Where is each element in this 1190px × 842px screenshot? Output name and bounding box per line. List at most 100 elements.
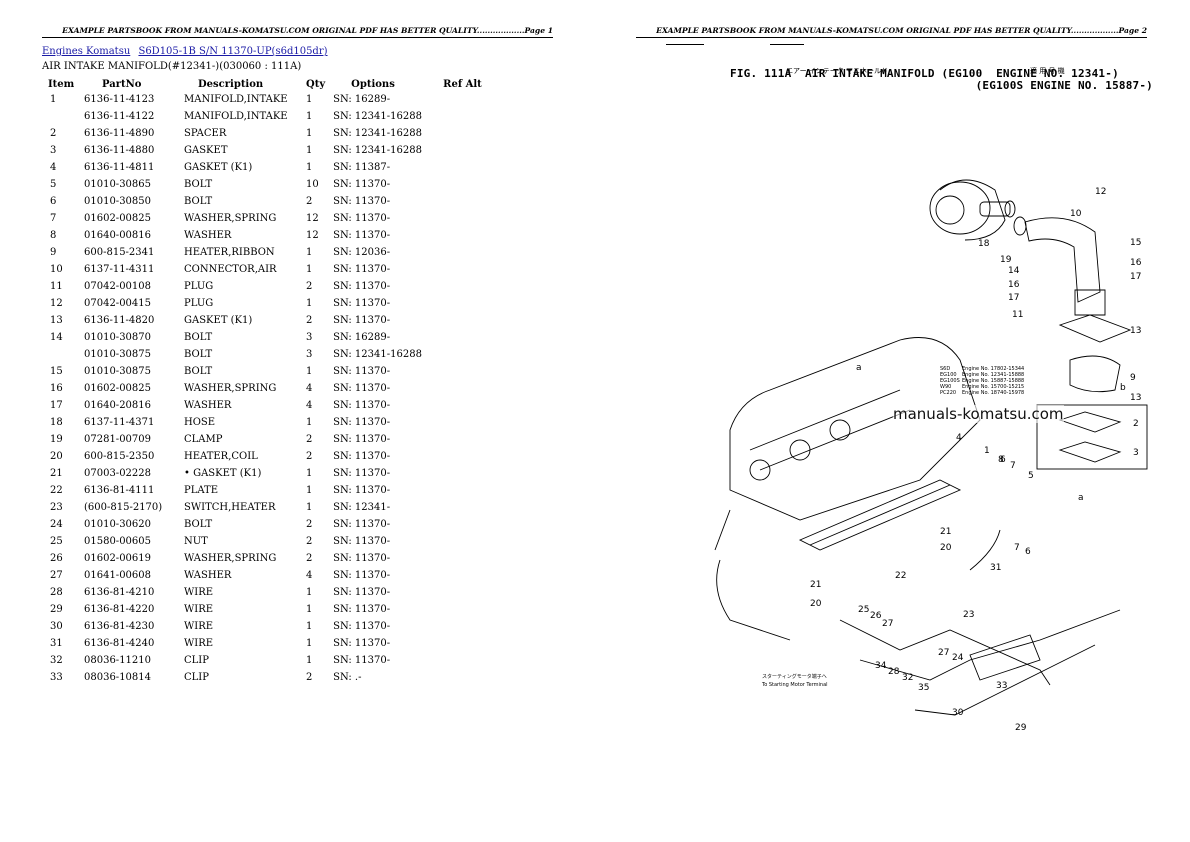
cell-ref-alt xyxy=(439,227,497,244)
cell-options: SN: 11370- xyxy=(333,179,391,190)
cell-ref-alt xyxy=(439,159,497,176)
cell-options: SN: 12036- xyxy=(333,247,391,258)
figure-japanese-title: エアー インテーク マニホールド xyxy=(786,67,889,75)
callout-7b: 7 xyxy=(1014,543,1020,553)
model-engine-range: Engine No. 18740-15978 xyxy=(962,390,1024,396)
cell-item: 9 xyxy=(50,247,57,258)
cell-ref-alt xyxy=(439,533,497,550)
cell-qty: 12 xyxy=(306,213,319,224)
callout-15: 15 xyxy=(1130,238,1141,248)
diagram-callouts: 12 10 15 16 17 18 19 14 16 17 11 13 9 b … xyxy=(761,187,1142,733)
cell-qty: 1 xyxy=(306,128,313,139)
cell-item: 28 xyxy=(50,587,63,598)
cell-partno: 01640-00816 xyxy=(84,230,152,241)
cell-ref-alt xyxy=(439,329,497,346)
cell-qty: 1 xyxy=(306,655,313,666)
cell-item: 20 xyxy=(50,451,63,462)
cell-description: SPACER xyxy=(184,128,227,139)
cell-partno: 07003-02228 xyxy=(84,468,152,479)
cell-partno: 6136-11-4811 xyxy=(84,162,155,173)
callout-35: 35 xyxy=(918,683,929,693)
cell-item: 21 xyxy=(50,468,63,479)
cell-item: 11 xyxy=(50,281,63,292)
cell-options: SN: .- xyxy=(333,672,362,683)
callout-30: 30 xyxy=(952,708,964,718)
cell-partno: 08036-10814 xyxy=(84,672,152,683)
callout-20b: 20 xyxy=(810,599,822,609)
cell-description: BOLT xyxy=(184,332,213,343)
cell-ref-alt xyxy=(439,91,497,108)
cell-options: SN: 11370- xyxy=(333,655,391,666)
callout-16: 16 xyxy=(1130,258,1142,268)
cell-partno: 6136-81-4210 xyxy=(84,587,155,598)
cell-item: 15 xyxy=(50,366,63,377)
cell-item: 6 xyxy=(50,196,57,207)
callout-7: 7 xyxy=(1010,461,1016,471)
column-header-description: Description xyxy=(198,78,264,90)
cell-description: GASKET xyxy=(184,145,228,156)
callout-13b: 13 xyxy=(1130,393,1141,403)
cell-options: SN: 11370- xyxy=(333,519,391,530)
cell-ref-alt xyxy=(439,380,497,397)
cell-partno: 01010-30865 xyxy=(84,179,152,190)
cell-options: SN: 16289- xyxy=(333,332,391,343)
cell-partno: 01640-20816 xyxy=(84,400,152,411)
cell-options: SN: 11370- xyxy=(333,536,391,547)
cell-partno: 01602-00825 xyxy=(84,383,152,394)
cell-item: 3 xyxy=(50,145,57,156)
cell-item: 18 xyxy=(50,417,63,428)
cell-partno: 6136-11-4880 xyxy=(84,145,155,156)
callout-3: 3 xyxy=(1133,448,1139,458)
cell-ref-alt xyxy=(439,652,497,669)
cell-partno: 600-815-2350 xyxy=(84,451,155,462)
starter-note-jp: スターティングモータ端子へ xyxy=(762,673,827,680)
cell-options: SN: 16289- xyxy=(333,94,391,105)
cell-description: WASHER,SPRING xyxy=(184,383,277,394)
cell-ref-alt xyxy=(439,108,497,125)
cell-description: PLATE xyxy=(184,485,219,496)
cell-item: 5 xyxy=(50,179,57,190)
cell-description: WASHER xyxy=(184,400,232,411)
plate-22-drawing xyxy=(969,634,1041,681)
cell-qty: 12 xyxy=(306,230,319,241)
model-name: W90 xyxy=(940,384,951,390)
callout-a-left: a xyxy=(856,363,862,373)
cell-qty: 1 xyxy=(306,298,313,309)
cell-item: 23 xyxy=(50,502,63,513)
callout-17b: 17 xyxy=(1008,293,1019,303)
cell-description: WASHER xyxy=(184,230,232,241)
cell-item xyxy=(42,108,80,125)
cell-ref-alt xyxy=(439,618,497,635)
cell-qty: 10 xyxy=(306,179,319,190)
cell-partno: 6136-81-4111 xyxy=(84,485,155,496)
callout-23: 23 xyxy=(963,610,974,620)
cell-description: MANIFOLD,INTAKE xyxy=(184,111,288,122)
cell-options: SN: 11370- xyxy=(333,281,391,292)
wire-route-1 xyxy=(839,619,1051,686)
callout-2: 2 xyxy=(1133,419,1139,429)
heater-9-drawing xyxy=(1069,355,1121,393)
cell-partno: (600-815-2170) xyxy=(84,502,163,513)
cell-options: SN: 12341-16288 xyxy=(333,349,422,360)
breadcrumb-link-category[interactable]: Engines Komatsu xyxy=(42,46,131,57)
cell-description: SWITCH,HEATER xyxy=(184,502,276,513)
cell-description: WASHER,SPRING xyxy=(184,553,277,564)
cell-qty: 2 xyxy=(306,315,313,326)
model-engine-range: Engine No. 12341-15888 xyxy=(962,372,1024,378)
cell-options: SN: 11370- xyxy=(333,298,391,309)
cell-options: SN: 12341- xyxy=(333,502,391,513)
model-engine-range: Engine No. 17802-15344 xyxy=(962,366,1024,372)
cell-options: SN: 11370- xyxy=(333,451,391,462)
cell-qty: 1 xyxy=(306,264,313,275)
breadcrumb-link-model[interactable]: S6D105-1B S/N 11370-UP(s6d105dr) xyxy=(138,46,328,57)
cell-qty: 2 xyxy=(306,553,313,564)
callout-8: 8 xyxy=(998,455,1004,465)
cell-options: SN: 11370- xyxy=(333,604,391,615)
